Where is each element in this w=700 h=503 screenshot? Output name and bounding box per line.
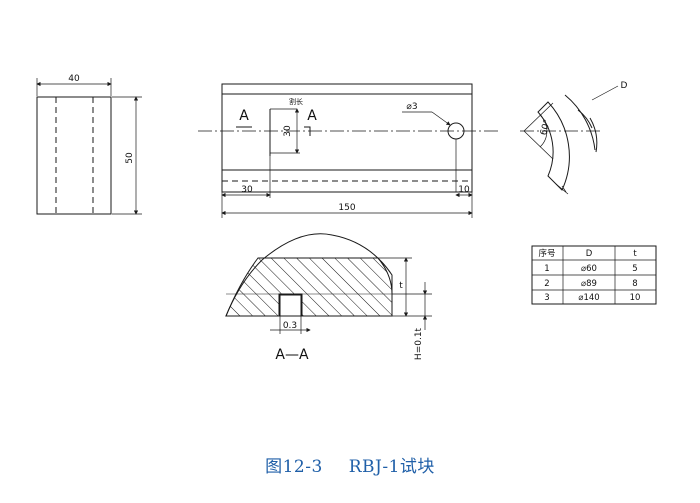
table-cell: ⌀89 xyxy=(581,279,597,289)
thickness-dim: t xyxy=(399,281,403,291)
leader-line xyxy=(591,85,619,101)
section-mark-left: A xyxy=(239,108,249,124)
table-cell: 10 xyxy=(630,293,641,303)
table-cell: 2 xyxy=(544,279,549,289)
figure-title: RBJ-1试块 xyxy=(348,457,435,477)
table-cell: 5 xyxy=(632,264,637,274)
angle-label: 60° xyxy=(539,118,553,136)
figure-number: 图12-3 xyxy=(265,457,323,477)
section-mark-right: A xyxy=(307,108,317,124)
hole-dim: ⌀3 xyxy=(406,102,417,112)
notch-width-dim: 0.3 xyxy=(283,321,297,331)
right-offset-dim: 10 xyxy=(458,185,470,195)
side-view-outline xyxy=(36,96,112,215)
arc-view: 60° D xyxy=(520,81,628,195)
table-header: 序号 xyxy=(538,248,555,259)
table-header: D xyxy=(586,249,593,259)
slot-depth-dim: 30 xyxy=(283,125,293,137)
slot-label: 割长 xyxy=(289,97,303,106)
point-label-d: D xyxy=(621,81,628,91)
table-cell: 3 xyxy=(544,293,549,303)
side-height-dim: 50 xyxy=(125,152,135,164)
front-view: 30 割长 A A ⌀3 30 10 150 xyxy=(198,83,498,218)
notch-height-dim: H=0.1t xyxy=(414,327,424,360)
table-cell: 8 xyxy=(632,279,637,289)
side-view: 40 50 xyxy=(36,74,142,215)
hatched-region xyxy=(225,257,393,317)
side-width-dim: 40 xyxy=(68,74,80,84)
figure-caption: 图12-3 RBJ-1试块 xyxy=(0,452,700,477)
arc-segment xyxy=(537,101,570,191)
parameter-table: 序号 D t 1 ⌀60 5 2 ⌀89 8 3 ⌀140 10 xyxy=(531,245,657,305)
table-header: t xyxy=(633,249,637,259)
table-cell: 1 xyxy=(544,264,549,274)
notch xyxy=(279,294,302,317)
front-view-outline xyxy=(221,83,473,193)
table-cell: ⌀140 xyxy=(578,293,599,303)
table-cell: ⌀60 xyxy=(581,264,597,274)
section-label: A—A xyxy=(275,347,309,363)
length-dim: 150 xyxy=(338,203,355,213)
left-offset-dim: 30 xyxy=(241,185,253,195)
section-view: 0.3 t H=0.1t A—A xyxy=(225,233,432,363)
